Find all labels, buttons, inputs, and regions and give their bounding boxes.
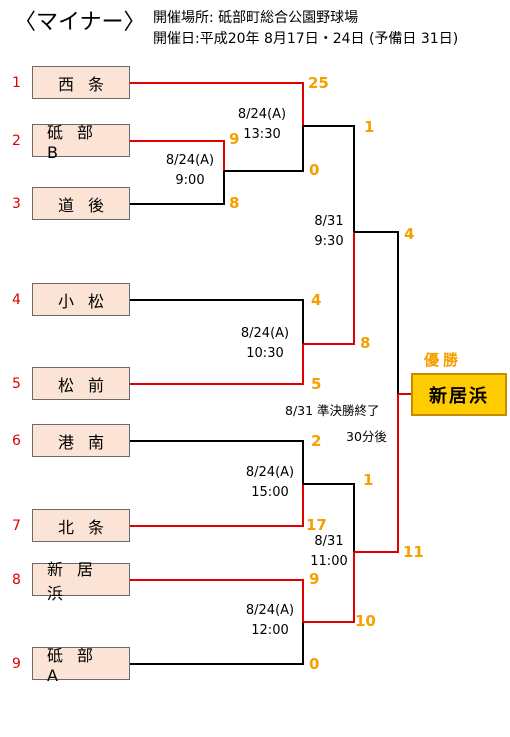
seed-number: 8 [12, 572, 21, 588]
score: 5 [311, 375, 322, 393]
team-box: 道後 [32, 187, 130, 220]
match-time: 8/24(A) 15:00 [237, 463, 303, 503]
seed-number: 9 [12, 656, 21, 672]
score: 0 [309, 655, 320, 673]
match-date: 8/24(A) [237, 107, 287, 122]
match-time: 8/31 9:30 [307, 212, 351, 252]
seed-number: 4 [12, 292, 21, 308]
team-box: 北条 [32, 509, 130, 542]
match-clock: 9:00 [175, 173, 205, 188]
score: 25 [308, 74, 329, 92]
seed-number: 2 [12, 133, 21, 149]
match-time: 8/24(A) 12:00 [237, 601, 303, 641]
match-time: 8/24(A) 10:30 [232, 324, 298, 364]
line-a-winner [303, 125, 355, 232]
seed-number: 5 [12, 376, 21, 392]
score: 9 [229, 130, 240, 148]
seed-number: 6 [12, 433, 21, 449]
score: 0 [309, 161, 320, 179]
team-box: 砥部A [32, 646, 130, 685]
line-niihama [130, 579, 304, 622]
team-box: 新居浜 [32, 560, 130, 603]
team-box: 松前 [32, 367, 130, 400]
match-date: 8/24(A) [245, 465, 295, 480]
line-c-winner [354, 231, 399, 394]
match-date: 8/31 [314, 534, 344, 549]
match-clock: 12:00 [251, 623, 289, 638]
page-title: 〈マイナー〉 [14, 10, 146, 35]
team-box: 港南 [32, 424, 130, 457]
score: 4 [311, 291, 322, 309]
line-masaki [130, 344, 304, 385]
team-box: 西条 [32, 66, 130, 99]
line-d-winner [303, 232, 355, 345]
line-b-winner [224, 126, 304, 172]
seed-number: 1 [12, 75, 21, 91]
team-box: 小松 [32, 283, 130, 316]
match-date: 8/24(A) [165, 153, 215, 168]
final-note-delay: 30分後 [346, 429, 387, 444]
match-time: 8/24(A) 9:00 [157, 151, 223, 191]
match-clock: 9:30 [314, 234, 344, 249]
score: 1 [363, 471, 374, 489]
score: 9 [309, 570, 320, 588]
match-clock: 10:30 [246, 346, 284, 361]
line-konan [130, 440, 304, 484]
score: 8 [360, 334, 371, 352]
line-f-winner [354, 394, 399, 553]
seed-number: 7 [12, 518, 21, 534]
match-clock: 13:30 [243, 127, 281, 142]
score: 17 [306, 516, 327, 534]
score: 10 [355, 612, 376, 630]
champion-label: 優勝 [424, 351, 463, 369]
score: 1 [364, 118, 375, 136]
dates-text: 開催日:平成20年 8月17日・24日 (予備日 31日) [153, 31, 459, 47]
score: 4 [404, 225, 415, 243]
match-clock: 15:00 [251, 485, 289, 500]
line-saijo [130, 82, 304, 126]
match-date: 8/24(A) [240, 326, 290, 341]
match-time: 8/24(A) 13:30 [229, 105, 295, 145]
match-date: 8/31 [314, 214, 344, 229]
line-komatsu [130, 299, 304, 344]
team-box: 砥部B [32, 123, 130, 162]
final-note: 8/31 準決勝終了 [285, 403, 380, 418]
venue-text: 開催場所: 砥部町総合公園野球場 [153, 10, 359, 26]
seed-number: 3 [12, 196, 21, 212]
line-tobeb [130, 140, 225, 171]
match-clock: 11:00 [310, 554, 348, 569]
score: 2 [311, 432, 322, 450]
score: 8 [229, 194, 240, 212]
line-e-winner [303, 483, 355, 552]
champion-box: 新居浜 [411, 373, 507, 416]
line-tobea [130, 622, 304, 665]
match-date: 8/24(A) [245, 603, 295, 618]
line-dogo [130, 171, 225, 205]
score: 11 [403, 543, 424, 561]
line-g-winner [303, 552, 355, 623]
line-hojo [130, 484, 304, 527]
match-time: 8/31 11:00 [305, 532, 353, 572]
